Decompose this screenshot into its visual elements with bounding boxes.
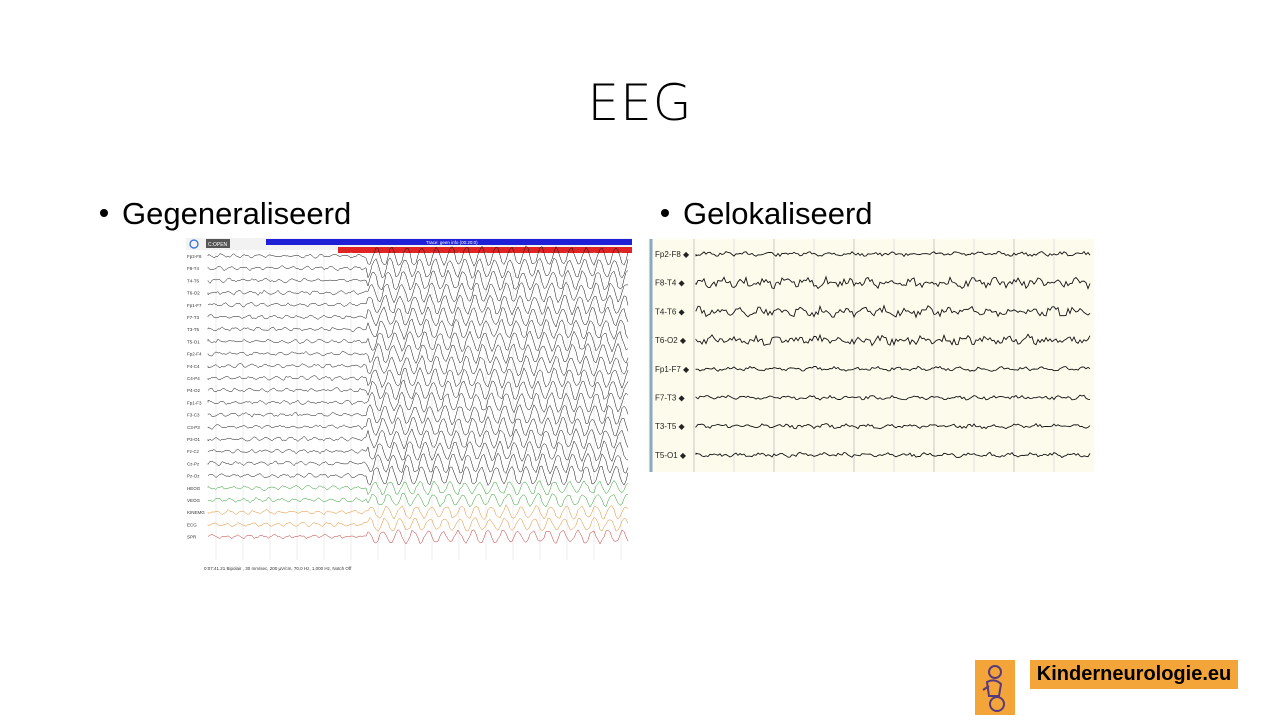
settings-icon [189,239,199,249]
eeg-channel-label: F7-T3 [187,315,199,320]
eeg-footer-text: 0:07:41.21 Bipolair , 30 mm/sec, 200 µV/… [204,566,352,571]
eeg-channel-label: Fz-Cz [187,449,200,454]
eeg-trace [207,428,629,450]
eeg-channel-label: P4-O2 [187,388,201,393]
eeg-channel-label: T4-T6 ◆ [655,307,686,316]
eeg-trace [207,379,629,401]
eeg-trace [207,504,629,520]
slide-title: EEG [587,74,693,132]
eeg-channel-label: KINEMG [187,510,205,515]
eeg-trace [207,452,629,475]
eeg-trace [695,275,1091,290]
eeg-channel-label: P3-O1 [187,437,201,442]
eeg-banner-text: Trace: geen info (00:20:0) [426,240,478,245]
eeg-channel-label: C3-P3 [187,425,200,430]
eeg-channel-label: Fp2-F4 [187,352,202,357]
eeg-channel-label: ECG [187,522,197,527]
eeg-trace [207,517,629,532]
eeg-channel-label: T3-T5 ◆ [655,422,686,431]
eeg-trace [695,304,1091,319]
bullet-dot-icon [661,208,669,217]
eeg-channel-label: Pz-Oz [187,474,200,479]
eeg-trace [695,365,1091,372]
eeg-channel-label: Fp1-F3 [187,400,202,405]
eeg-trace [207,404,629,426]
eeg-trace [207,342,629,365]
eeg-channel-label: T5-O1 [187,339,200,344]
eeg-channel-label: F8-T4 ◆ [655,279,686,288]
eeg-trace [207,318,629,341]
eeg-trace [207,305,629,328]
eeg-trace [695,333,1091,347]
eeg-channel-label: F8-T4 [187,266,199,271]
eeg-trace [695,423,1091,430]
eeg-channel-label: C4-P4 [187,376,200,381]
eeg-channel-label: Fp2-F8 [187,254,202,259]
eeg-channel-label: Cz-Pz [187,461,200,466]
eeg-trace [207,366,629,390]
eeg-trace [207,465,629,486]
eeg-channel-label: T6-O2 ◆ [655,336,687,345]
eeg-channel-label: Fp1-F7 [187,303,202,308]
eeg-trace [207,492,629,508]
bullet-localized: Gelokaliseerd [661,196,873,232]
eeg-trace [695,451,1091,459]
child-wheelchair-logo-icon [975,660,1015,715]
bullet-generalized: Gegeneraliseerd [100,196,351,232]
eeg-channel-label: Fp1-F7 ◆ [655,365,690,374]
eeg-trace [207,529,629,545]
eeg-localized-image: Fp2-F8 ◆ F8-T4 ◆ T4-T6 ◆ T6-O2 ◆ Fp1-F7 ◆ F7-… [648,239,1094,472]
eeg-channel-label: Fp2-F8 ◆ [655,250,690,259]
eeg-trace [695,250,1091,258]
bullet-dot-icon [100,208,108,217]
eeg-trace [207,269,629,291]
brand-site-name[interactable]: Kinderneurologie.eu [1030,660,1238,689]
eeg-channel-label: T4-T6 [187,278,199,283]
eeg-channel-label: F4-C4 [187,364,200,369]
bullet-localized-label: Gelokaliseerd [683,196,873,231]
eeg-trace [695,394,1091,401]
eeg-trace [207,440,629,463]
eeg-header-label: C:OPEN [208,242,228,248]
eeg-channel-label: T3-T5 [187,327,199,332]
eeg-trace [207,354,629,377]
bullet-generalized-label: Gegeneraliseerd [122,196,352,231]
eeg-trace [207,391,629,414]
eeg-trace [207,293,629,316]
eeg-channel-label: F7-T3 ◆ [655,394,686,403]
eeg-generalized-image: C:OPEN Trace: geen info (00:20:0) Fp2-F8… [186,238,632,574]
eeg-trace [207,480,629,496]
eeg-trace [207,281,629,304]
eeg-channel-label: T6-O2 [187,291,200,296]
eeg-channel-label: SPR [187,535,197,540]
eeg-trace [207,416,629,438]
eeg-channel-label: T5-O1 ◆ [655,451,687,460]
eeg-channel-label: HEOG [187,486,201,491]
eeg-trace [207,330,629,353]
eeg-channel-label: VEOG [187,498,201,503]
eeg-channel-label: F3-C3 [187,413,200,418]
eeg-trace [207,257,629,279]
eeg-trace [207,245,629,267]
